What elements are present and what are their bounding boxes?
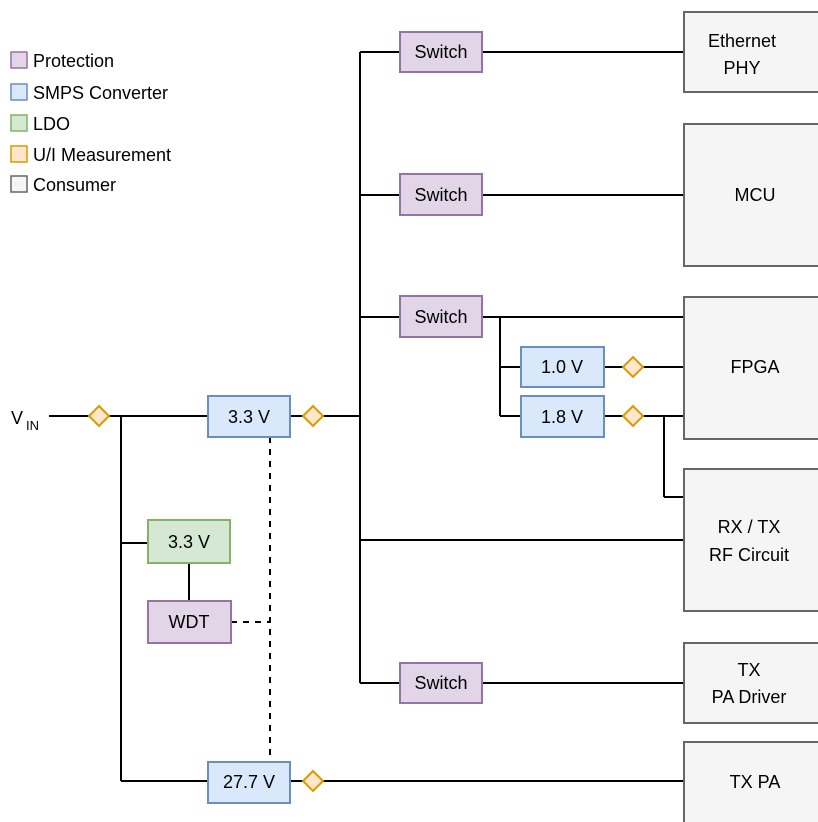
smps-fpga-1v8: 1.8 V [520, 395, 605, 438]
vin-label: V IN [11, 408, 39, 433]
smps-fpga-1v0: 1.0 V [520, 346, 605, 388]
consumer-tx-pa: TX PA [683, 741, 818, 822]
consumer-rf-line1: RX / TX [718, 517, 781, 537]
smps-main-3v3-label: 3.3 V [228, 407, 270, 427]
legend-item-protection: Protection [10, 51, 114, 71]
legend-label-protection: Protection [33, 51, 114, 71]
switch-mcu-label: Switch [414, 185, 467, 205]
legend-item-consumer: Consumer [10, 175, 116, 195]
smps-fpga-1v0-label: 1.0 V [541, 357, 583, 377]
vin-main: V [11, 408, 23, 428]
fpga-1v0-measurement [621, 355, 645, 379]
smps-hv-27v7: 27.7 V [207, 761, 291, 804]
switch-fpga-label: Switch [414, 307, 467, 327]
hv-27v7-measurement [301, 769, 325, 793]
switch-tx-driver: Switch [399, 662, 483, 704]
consumer-ethernet-line2: PHY [723, 58, 760, 78]
smps-main-3v3: 3.3 V [207, 395, 291, 438]
legend-label-ldo: LDO [33, 114, 70, 134]
smps-fpga-1v8-label: 1.8 V [541, 407, 583, 427]
switch-fpga: Switch [399, 295, 483, 338]
consumer-mcu-label: MCU [735, 185, 776, 205]
ldo-3v3-label: 3.3 V [168, 532, 210, 552]
consumer-fpga-label: FPGA [730, 357, 779, 377]
consumer-mcu: MCU [683, 123, 818, 267]
consumer-ethernet-line1: Ethernet [708, 31, 776, 51]
legend-label-smps: SMPS Converter [33, 83, 168, 103]
measurement-points [87, 355, 645, 793]
legend: Protection SMPS Converter LDO U/I Measur… [10, 51, 171, 195]
consumer-tx-pa-label: TX PA [730, 772, 781, 792]
ldo-3v3: 3.3 V [147, 519, 231, 564]
legend-label-measurement: U/I Measurement [33, 145, 171, 165]
switch-ethernet: Switch [399, 31, 483, 73]
legend-swatch-consumer [10, 175, 28, 193]
consumer-rf-line2: RF Circuit [709, 545, 789, 565]
main-3v3-measurement [301, 404, 325, 428]
consumer-rf-circuit: RX / TX RF Circuit [683, 468, 818, 612]
consumer-tx-pa-driver: TX PA Driver [683, 642, 818, 724]
wdt-block: WDT [147, 600, 232, 644]
fpga-1v8-measurement [621, 404, 645, 428]
switch-mcu: Switch [399, 173, 483, 216]
legend-swatch-ldo [10, 114, 28, 132]
wdt-label: WDT [169, 612, 210, 632]
legend-item-measurement: U/I Measurement [10, 145, 171, 165]
legend-label-consumer: Consumer [33, 175, 116, 195]
consumer-tx-driver-line2: PA Driver [712, 687, 787, 707]
vin-measurement [87, 404, 111, 428]
consumer-fpga: FPGA [683, 296, 818, 440]
legend-item-smps: SMPS Converter [10, 83, 168, 103]
vin-subscript: IN [26, 418, 39, 433]
legend-swatch-protection [10, 51, 28, 69]
legend-swatch-measurement [10, 145, 28, 163]
consumer-ethernet-phy: Ethernet PHY [683, 11, 818, 93]
switch-tx-driver-label: Switch [414, 673, 467, 693]
legend-swatch-smps [10, 83, 28, 101]
consumer-tx-driver-line1: TX [737, 660, 760, 680]
smps-hv-27v7-label: 27.7 V [223, 772, 275, 792]
legend-item-ldo: LDO [10, 114, 70, 134]
switch-ethernet-label: Switch [414, 42, 467, 62]
